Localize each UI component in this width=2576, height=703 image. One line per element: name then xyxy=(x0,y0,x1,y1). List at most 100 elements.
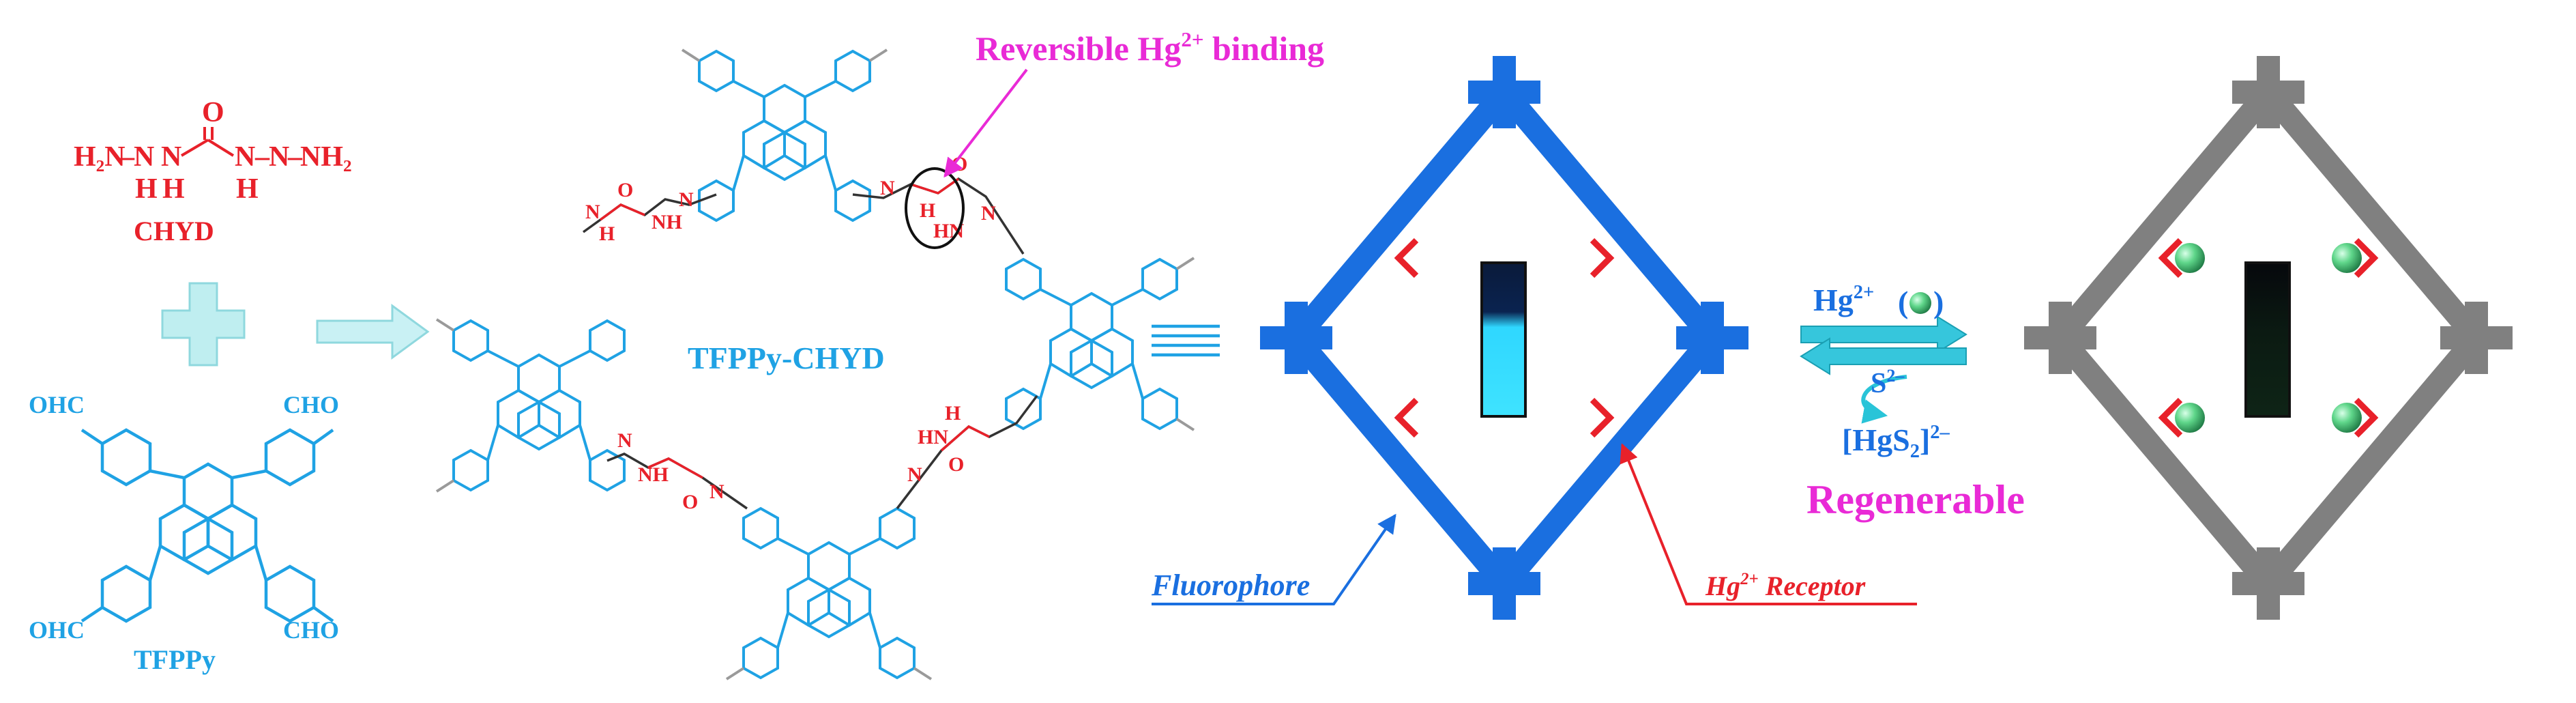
linker-tr-h: H xyxy=(920,199,935,222)
cof-node-left xyxy=(435,318,626,493)
chyd-h1: H xyxy=(135,173,158,205)
reversible-binding-suffix: binding xyxy=(1204,29,1325,68)
chyd-nh2: NH₂ xyxy=(300,141,352,173)
receptor-label: Hg2+ Receptor xyxy=(1705,570,1866,601)
tfppy-cho-top: CHO xyxy=(283,391,339,418)
linker-rb-h: H xyxy=(945,402,961,425)
plus-sign xyxy=(161,282,246,367)
bound-receptor-br xyxy=(2354,397,2379,438)
chyd-n3: N xyxy=(235,141,255,173)
linker-tl-o: O xyxy=(617,179,633,201)
hg-reagent-text: Hg xyxy=(1813,283,1854,317)
linker-rb-o: O xyxy=(948,453,964,476)
tfppy-cho-bottom: CHO xyxy=(283,616,339,644)
fluorophore-label: Fluorophore xyxy=(1151,569,1310,602)
linker-lb-n1: N xyxy=(617,429,632,452)
blue-framework xyxy=(1260,56,1748,620)
receptor-pointer xyxy=(1620,443,1917,605)
cof-linker-red-parts xyxy=(599,177,990,479)
chyd-h2n: H₂N xyxy=(74,141,126,173)
bound-receptor-tl xyxy=(2158,238,2183,278)
linker-tl-n1: N xyxy=(679,188,694,211)
receptor-label-sup: 2+ xyxy=(1740,570,1759,588)
cof-linker-labels: N NH O H N N O H HN N N NH O N H HN O N xyxy=(585,153,996,513)
tfppy-ohc-bottom: OHC xyxy=(29,616,85,644)
equilibrium-arrows xyxy=(1800,315,1967,424)
chyd-n4: N xyxy=(269,141,289,173)
binding-site-highlight xyxy=(905,167,965,249)
hg-reagent-label: Hg2+ xyxy=(1813,282,1874,317)
blue-framework-receptors xyxy=(1394,238,1615,438)
hgs2-open: [HgS xyxy=(1842,422,1910,457)
cof-name: TFPPy-CHYD xyxy=(688,341,885,375)
hgs2-label: [HgS2]2– xyxy=(1842,422,1950,462)
tfppy-molecule xyxy=(80,428,334,623)
linker-right-bottom xyxy=(896,394,1038,510)
s2-sup: 2– xyxy=(1886,366,1905,386)
receptor-tr xyxy=(1590,238,1615,278)
hgs2-sup: 2– xyxy=(1930,422,1950,443)
grey-framework xyxy=(2024,56,2513,620)
reversible-binding-pointer xyxy=(943,68,1028,178)
linker-tl-nh: NH xyxy=(652,211,682,233)
hg-ion-tl xyxy=(2175,243,2205,273)
fluorophore-pointer xyxy=(1152,513,1396,605)
hg-reagent-paren-close: ) xyxy=(1933,285,1944,319)
tfppy-labels: CHO OHC OHC CHO TFPPy xyxy=(29,391,339,675)
chyd-dash-1: – xyxy=(119,141,135,173)
bound-hg-ions xyxy=(2175,243,2362,433)
reversible-binding-sup: 2+ xyxy=(1181,27,1203,51)
linker-lb-o: O xyxy=(682,491,698,513)
grey-framework-receptors xyxy=(2158,238,2379,438)
receptor-label-suffix: Receptor xyxy=(1759,571,1866,601)
chyd-n1: N xyxy=(134,141,154,173)
cof-node-right xyxy=(1005,257,1195,431)
receptor-tl xyxy=(1394,238,1419,278)
cof-node-top xyxy=(681,48,888,223)
linker-rb-n: N xyxy=(907,463,922,486)
linker-tr-n1: N xyxy=(880,177,895,199)
reversible-binding-label: Reversible Hg2+ binding xyxy=(976,27,1324,68)
reaction-arrow xyxy=(316,304,430,360)
hg-ball-icon xyxy=(1909,292,1931,314)
hg-reagent-sup: 2+ xyxy=(1854,282,1875,303)
chyd-n2: N xyxy=(161,141,181,173)
reversible-binding-prefix: Reversible Hg xyxy=(976,29,1181,68)
hgs2-close: ] xyxy=(1920,422,1930,457)
cof-node-bottom xyxy=(725,506,933,680)
s2-text: S xyxy=(1871,368,1886,399)
chyd-o: O xyxy=(202,97,224,128)
cof-nodes xyxy=(435,48,1195,680)
linker-lb-n2: N xyxy=(709,480,724,503)
bound-receptor-tr xyxy=(2354,238,2379,278)
quenched-vial xyxy=(2244,261,2291,418)
chyd-h3: H xyxy=(236,173,259,205)
chyd-molecule: H₂N – N H N H O N H – N – NH₂ CHYD xyxy=(74,97,352,246)
linker-tl-n2: N xyxy=(585,201,600,223)
hg-reagent-paren-open: ( xyxy=(1898,285,1908,319)
s2-curved-arrow xyxy=(1861,375,1907,424)
linker-tr-n2: N xyxy=(981,202,996,225)
hg-ion-tr xyxy=(2332,243,2362,273)
regenerable-label: Regenerable xyxy=(1806,477,2025,522)
receptor-bl xyxy=(1394,397,1419,438)
chyd-h2: H xyxy=(162,173,185,205)
hgs2-sub: 2 xyxy=(1910,441,1920,462)
hg-ion-br xyxy=(2332,403,2362,433)
chyd-dash-2: – xyxy=(254,141,270,173)
linker-top-right xyxy=(852,177,1025,255)
reverse-arrow xyxy=(1800,337,1967,375)
tfppy-name: TFPPy xyxy=(134,644,216,675)
s2-label: S2– xyxy=(1871,366,1905,399)
linker-lb-nh: NH xyxy=(638,463,669,486)
bound-receptor-bl xyxy=(2158,397,2183,438)
chyd-name: CHYD xyxy=(134,216,214,246)
tfppy-ohc-top: OHC xyxy=(29,391,85,418)
receptor-label-prefix: Hg xyxy=(1705,571,1740,601)
chyd-bonds xyxy=(180,127,235,157)
fluorescent-vial xyxy=(1480,261,1527,418)
chyd-dash-3: – xyxy=(287,141,303,173)
equivalence-sign xyxy=(1152,324,1220,357)
